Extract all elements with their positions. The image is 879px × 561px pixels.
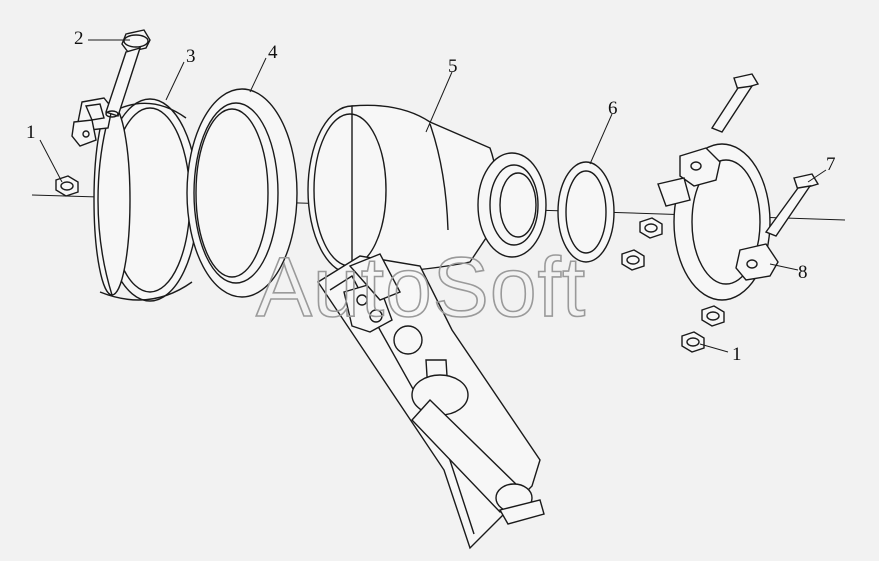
callout-7: 7 [826, 154, 836, 175]
callout-1-right: 1 [732, 344, 742, 365]
hex-nut-left [55, 175, 79, 197]
catalytic-converter [307, 104, 547, 275]
callout-5: 5 [448, 56, 458, 77]
callout-1-left: 1 [26, 122, 36, 143]
callout-4: 4 [268, 42, 278, 63]
callout-2: 2 [74, 28, 84, 49]
sealing-ring [557, 161, 615, 263]
hex-nut-upper [639, 217, 663, 239]
callout-3: 3 [186, 46, 196, 67]
v-band-clamp-right [657, 143, 779, 301]
clamp-bolt-right-lower [764, 173, 820, 237]
leader-lines [39, 39, 827, 353]
heat-shield-bracket [317, 253, 545, 550]
hex-nut-right-low [681, 331, 705, 353]
gasket-ring [186, 88, 298, 298]
hex-nut-right-mid [701, 305, 725, 327]
clamp-bolt-right-upper [710, 73, 760, 133]
v-band-clamp-left [71, 97, 199, 302]
callout-6: 6 [608, 98, 618, 119]
watermark: AutoSoft [256, 240, 586, 334]
hex-nut-center [621, 249, 645, 271]
callout-8: 8 [798, 262, 808, 283]
callout-labels: 1 2 3 4 5 6 7 8 1 [26, 28, 836, 365]
clamp-bolt [105, 29, 151, 118]
